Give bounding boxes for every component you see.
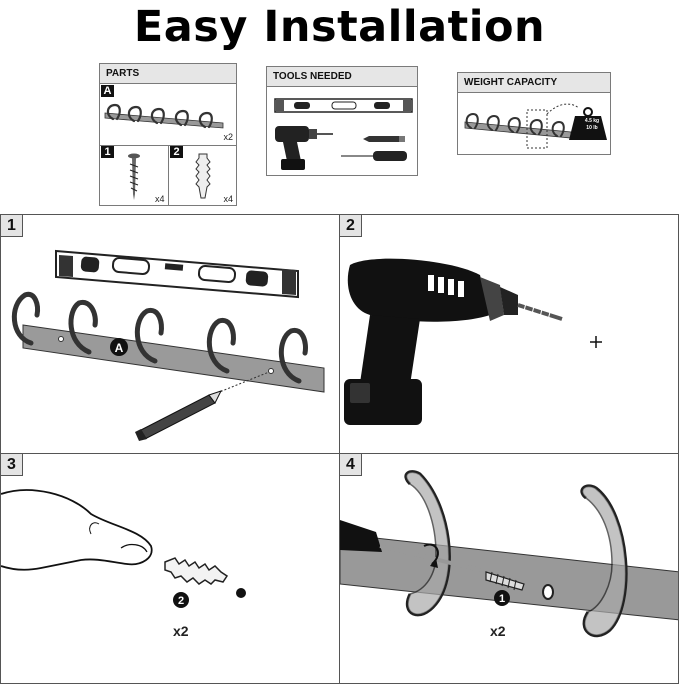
quantity-label: x2	[490, 623, 506, 639]
rack-weight-icon	[464, 103, 607, 149]
step-3-illustration: 2	[1, 489, 246, 608]
screwdriver-icon	[340, 520, 481, 572]
weight-panel: WEIGHT CAPACITY 4.5 kg 10 lb	[457, 72, 611, 155]
tools-panel: TOOLS NEEDED	[266, 66, 418, 176]
parts-panel: PARTS A x2 1 x4 2 x4	[99, 63, 237, 206]
pencil-icon	[363, 136, 405, 142]
parts-header: PARTS	[100, 64, 236, 84]
anchor-label: 2	[178, 595, 184, 607]
screw-label: 1	[499, 593, 505, 605]
power-drill-icon	[275, 126, 333, 170]
wall-anchor-icon	[164, 557, 229, 585]
page-title: Easy Installation	[133, 2, 546, 52]
screwdriver-icon	[341, 151, 407, 161]
mount-hole	[542, 584, 554, 600]
step-3-panel: 3 2 x2	[0, 453, 340, 684]
pencil-icon	[135, 390, 222, 441]
anchor-tag: 2	[170, 146, 183, 158]
weight-lb: 10 lb	[586, 125, 598, 131]
anchor-qty: x4	[223, 194, 233, 204]
screw-tag: 1	[101, 146, 114, 158]
step-number: 2	[340, 215, 362, 237]
quantity-label: x2	[173, 623, 189, 639]
step-4-illustration: 1	[340, 470, 678, 638]
step-1-panel: 1 A	[0, 214, 340, 454]
wall-anchor-icon	[195, 153, 211, 199]
coat-rack-icon	[104, 103, 224, 129]
screw-icon	[128, 153, 140, 200]
rack-label: A	[115, 341, 124, 355]
anchor-badge: 2	[173, 592, 189, 608]
rack-qty: x2	[223, 132, 233, 142]
step-number: 1	[1, 215, 23, 237]
step-4-panel: 4 1 x2	[339, 453, 679, 684]
part-a-badge: A	[110, 338, 128, 356]
hand-icon	[1, 489, 153, 571]
power-drill-icon	[344, 258, 563, 425]
weight-kg: 4.5 kg	[584, 118, 600, 124]
step-2-panel: 2	[339, 214, 679, 454]
step-1-illustration: A	[11, 249, 325, 441]
screw-qty: x4	[155, 194, 165, 204]
spirit-level-icon	[55, 249, 299, 299]
rack-tag: A	[101, 85, 114, 97]
tools-header: TOOLS NEEDED	[267, 67, 417, 87]
step-number: 3	[1, 454, 23, 476]
drill-target-mark	[590, 336, 602, 348]
screw-badge: 1	[494, 590, 510, 606]
weight-header: WEIGHT CAPACITY	[458, 73, 610, 93]
spirit-level-icon	[274, 98, 413, 113]
coat-rack-icon	[11, 291, 325, 393]
drilled-hole	[236, 588, 246, 598]
screw-icon	[485, 571, 525, 591]
step-number: 4	[340, 454, 362, 476]
step-2-illustration	[344, 258, 602, 425]
